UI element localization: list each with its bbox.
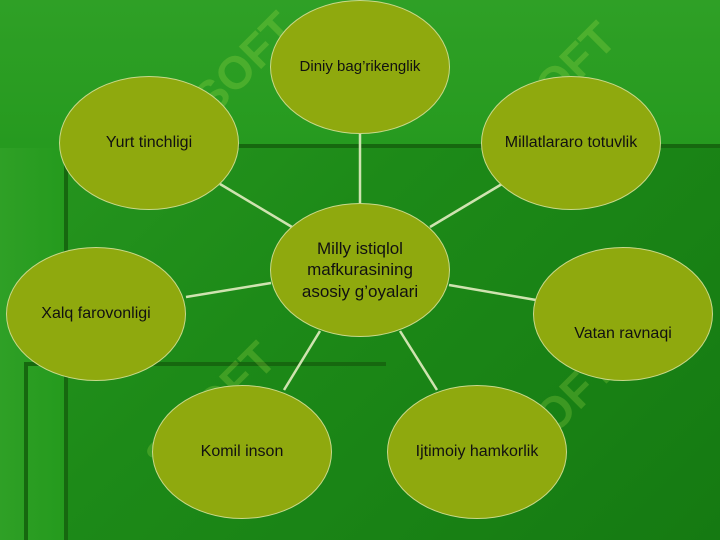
center-node: Milly istiqlol mafkurasining asosiy g’oy… — [270, 203, 450, 337]
node-label: Komil inson — [200, 443, 284, 460]
node-diniy-bagrikenglik: Diniy bag’rikenglik — [270, 0, 450, 134]
connector-line — [219, 182, 293, 229]
node-yurt-tinchligi: Yurt tinchligi — [59, 76, 239, 210]
node-komil-inson: Komil inson — [152, 385, 332, 519]
decorative-rule — [68, 144, 720, 148]
node-label: Ijtimoiy hamkorlik — [415, 443, 539, 460]
node-label: Vatan ravnaqi — [574, 325, 672, 342]
connector-line — [448, 283, 537, 302]
connector-line — [429, 182, 503, 229]
node-label: Yurt tinchligi — [105, 134, 193, 151]
connector-line — [282, 330, 322, 391]
node-ijtimoiy-hamkorlik: Ijtimoiy hamkorlik — [387, 385, 567, 519]
node-label: Millatlararo totuvlik — [504, 134, 638, 151]
node-xalq-farovonligi: Xalq farovonligi — [6, 247, 186, 381]
node-vatan-ravnaqi: Vatan ravnaqi — [533, 247, 713, 381]
center-node-label: Milly istiqlol mafkurasining asosiy g’oy… — [301, 239, 419, 301]
node-label: Xalq farovonligi — [41, 305, 151, 322]
connector-line — [398, 330, 439, 391]
connector-line — [185, 281, 272, 299]
decorative-rule — [28, 362, 386, 366]
decorative-rule — [24, 362, 28, 540]
node-label: Diniy bag’rikenglik — [299, 57, 421, 75]
node-millatlararo-totuvlik: Millatlararo totuvlik — [481, 76, 661, 210]
